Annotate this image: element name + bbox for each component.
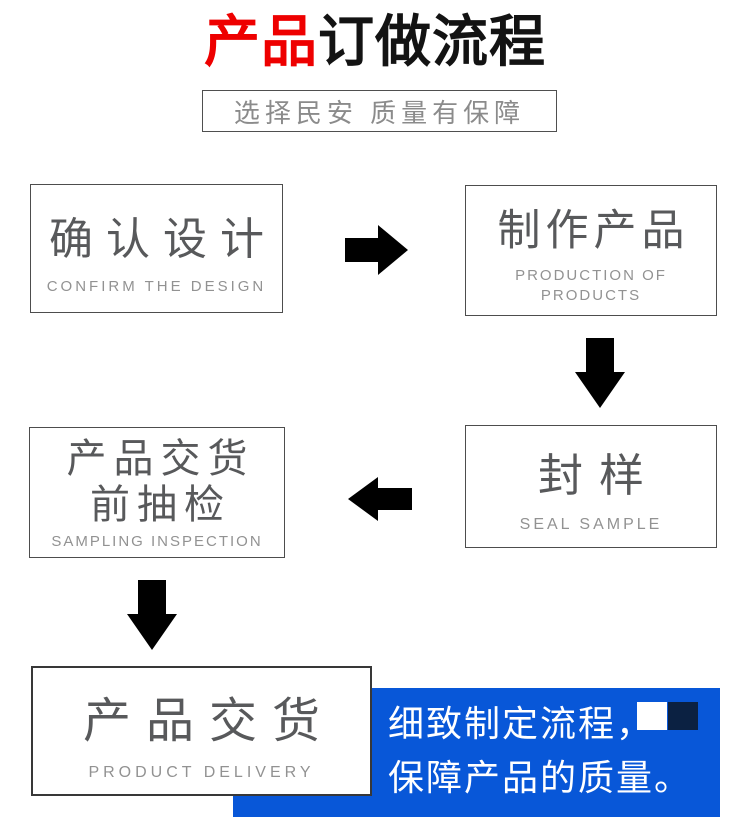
- callout-panel: 细致制定流程， 保障产品的质量。: [233, 688, 720, 817]
- step-seal-sample-zh: 封样: [537, 450, 660, 501]
- step-product-delivery-zh: 产品交货: [82, 694, 335, 748]
- step-production: 制作产品 PRODUCTION OF PRODUCTS: [465, 185, 717, 316]
- step-sampling-inspection: 产品交货 前抽检 SAMPLING INSPECTION: [29, 427, 285, 558]
- step-production-en: PRODUCTION OF PRODUCTS: [515, 266, 667, 306]
- step-sampling-inspection-zh-line1: 产品交货: [66, 436, 255, 481]
- page-title-black: 订做流程: [318, 10, 546, 73]
- step-production-zh: 制作产品: [497, 206, 690, 255]
- step-product-delivery-en: PRODUCT DELIVERY: [88, 763, 315, 781]
- step-confirm-design: 确认设计 CONFIRM THE DESIGN: [30, 184, 283, 313]
- callout-text-line2: 保障产品的质量。: [388, 757, 693, 798]
- arrow-right-icon: [345, 225, 408, 275]
- step-sampling-inspection-en: SAMPLING INSPECTION: [51, 532, 263, 550]
- decoration-square-white: [637, 702, 667, 730]
- arrow-down-icon: [575, 338, 625, 408]
- page-title-red: 产品: [204, 10, 318, 73]
- step-product-delivery: 产品交货 PRODUCT DELIVERY: [31, 666, 372, 796]
- subtitle-box: 选择民安 质量有保障: [202, 90, 557, 132]
- step-confirm-design-zh: 确认设计: [49, 214, 277, 264]
- step-confirm-design-en: CONFIRM THE DESIGN: [46, 277, 267, 295]
- step-seal-sample-en: SEAL SAMPLE: [519, 516, 663, 533]
- step-seal-sample: 封样 SEAL SAMPLE: [465, 425, 717, 548]
- arrow-down-icon: [127, 580, 177, 650]
- decoration-square-navy: [668, 702, 698, 730]
- step-sampling-inspection-zh-line2: 前抽检: [90, 482, 231, 527]
- arrow-left-icon: [348, 477, 412, 521]
- subtitle-text: 选择民安 质量有保障: [233, 97, 526, 128]
- step-sampling-inspection-zh: 产品交货 前抽检: [67, 436, 255, 528]
- page-title: 产品订做流程: [0, 10, 750, 74]
- callout-text-line1: 细致制定流程，: [388, 703, 655, 744]
- step-production-en-line1: PRODUCTION OF: [515, 266, 667, 284]
- callout-text: 细致制定流程， 保障产品的质量。: [388, 697, 692, 805]
- step-production-en-line2: PRODUCTS: [540, 286, 642, 304]
